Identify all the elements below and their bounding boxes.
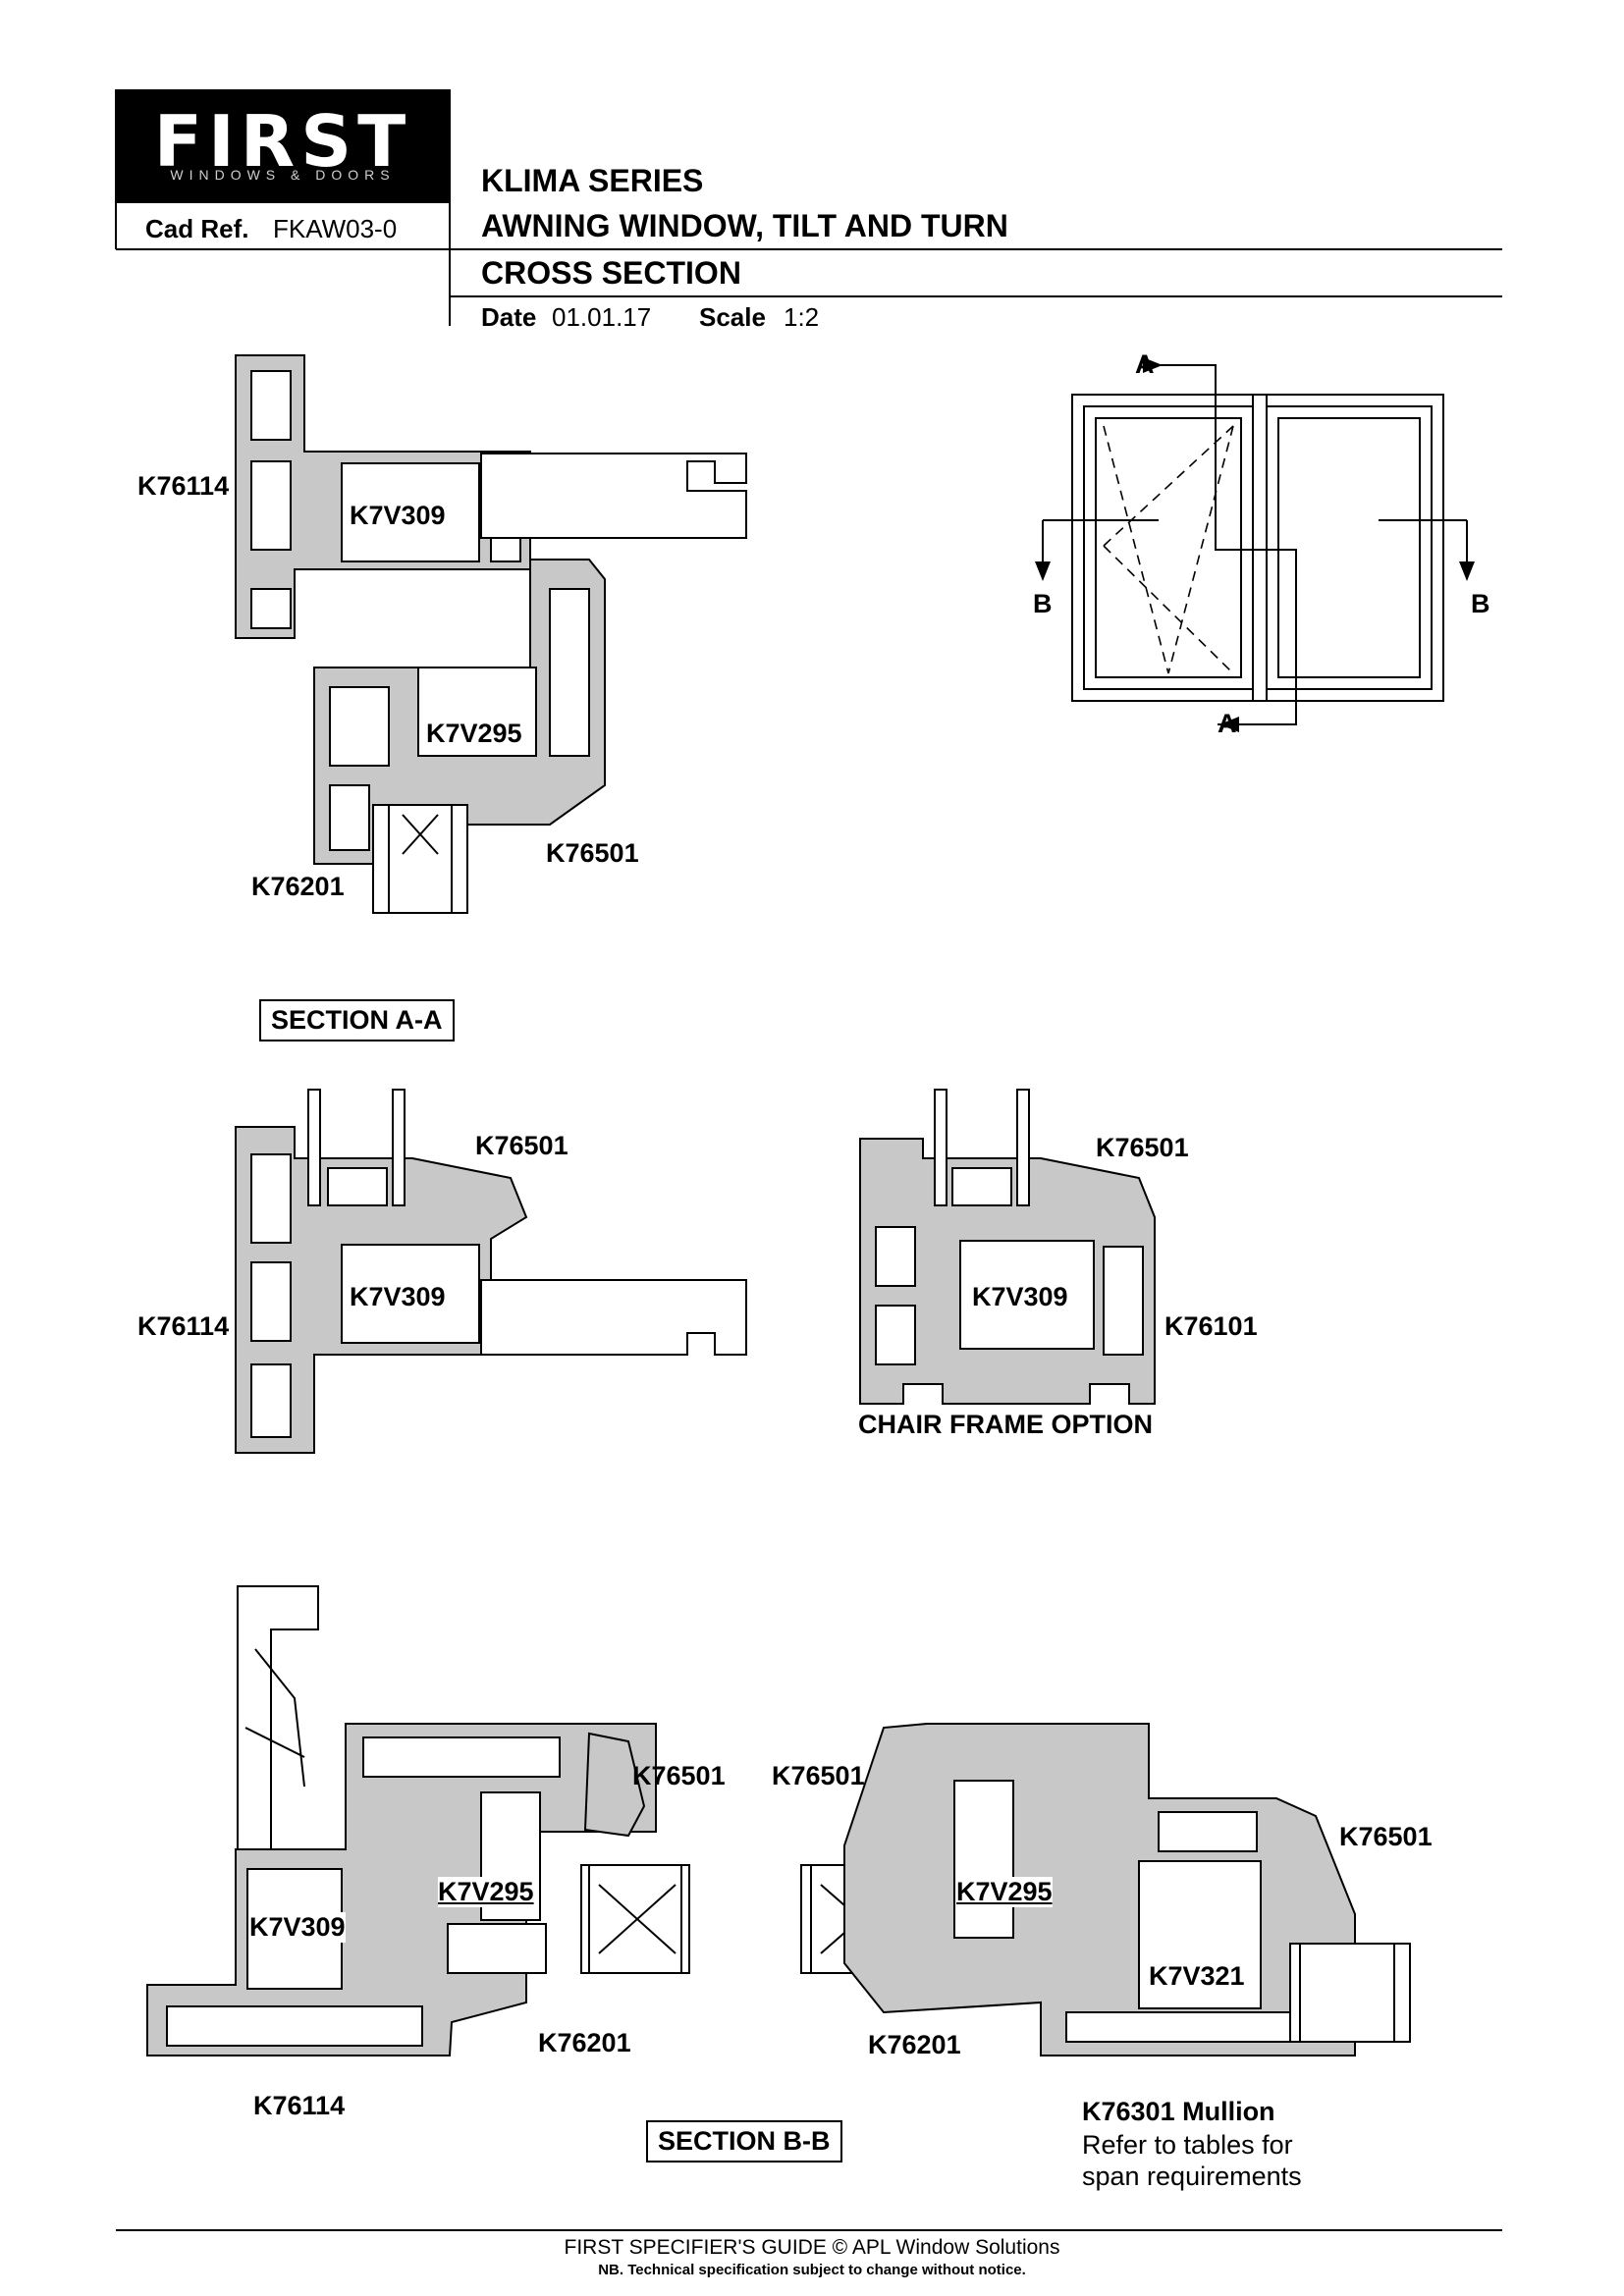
title-block-lines [115,89,1502,2231]
logo-wordmark: FIRST [153,100,412,183]
chair-frame-detail [859,1089,1156,1405]
label-k76501-jamb: K76501 [632,1761,726,1790]
view-title: CROSS SECTION [481,255,741,291]
label-k76114-head: K76114 [137,471,230,501]
scale-label: Scale [699,302,766,332]
section-mark-a-bottom: A [1218,709,1237,738]
scale-value: 1:2 [784,302,820,332]
series-title: KLIMA SERIES [481,163,704,198]
mullion-note-line1: Refer to tables for [1082,2130,1293,2160]
label-k7v309-jamb: K7V309 [249,1912,346,1943]
label-k7v309-sill: K7V309 [350,1282,446,1312]
label-k76114-jamb: K76114 [253,2091,346,2120]
section-mark-b-right: B [1471,589,1490,618]
label-k76201-jamb: K76201 [538,2028,631,2057]
section-aa-title: SECTION A-A [259,999,455,1041]
label-k7v309-head: K7V309 [350,501,446,531]
footer-line2: NB. Technical specification subject to c… [598,2262,1026,2278]
label-k7v295-head: K7V295 [426,719,522,749]
mullion-note-line2: span requirements [1082,2162,1302,2191]
section-bb-jamb [146,1585,690,2056]
section-bb-mullion [800,1723,1411,2056]
label-k7v295-mullion: K7V295 [956,1877,1053,1907]
label-k76501-mullion-left: K76501 [772,1761,865,1790]
key-plan-elevation [1035,357,1475,732]
label-k76501-head: K76501 [546,838,639,868]
label-k7v309-chair: K7V309 [972,1282,1068,1312]
cad-ref-label: Cad Ref. [145,214,249,243]
mullion-title: K76301 Mullion [1082,2097,1275,2126]
label-k7v321-mullion: K7V321 [1149,1961,1245,1992]
section-bb-title: SECTION B-B [646,2120,842,2163]
cad-ref-value: FKAW03-0 [273,214,398,243]
chair-frame-caption: CHAIR FRAME OPTION [858,1410,1153,1439]
label-k76101-chair: K76101 [1164,1311,1258,1341]
label-k76501-mullion-right: K76501 [1339,1822,1433,1851]
label-k76501-chair: K76501 [1096,1133,1189,1162]
label-k76114-sill: K76114 [137,1311,230,1341]
date-value: 01.01.17 [552,302,652,332]
logo-tagline: WINDOWS & DOORS [170,167,396,183]
label-k76501-sill: K76501 [475,1131,568,1160]
brand-logo: FIRST WINDOWS & DOORS [116,90,450,202]
section-mark-a-top: A [1135,349,1155,379]
product-title: AWNING WINDOW, TILT AND TURN [481,208,1008,243]
label-k76201-mullion: K76201 [868,2030,961,2059]
footer-line1: FIRST SPECIFIER'S GUIDE © APL Window Sol… [564,2236,1060,2259]
section-aa-head [235,354,747,914]
section-mark-b-left: B [1033,589,1053,618]
label-k7v295-jamb: K7V295 [438,1877,534,1907]
label-k76201-head: K76201 [251,872,345,901]
date-label: Date [481,302,537,332]
